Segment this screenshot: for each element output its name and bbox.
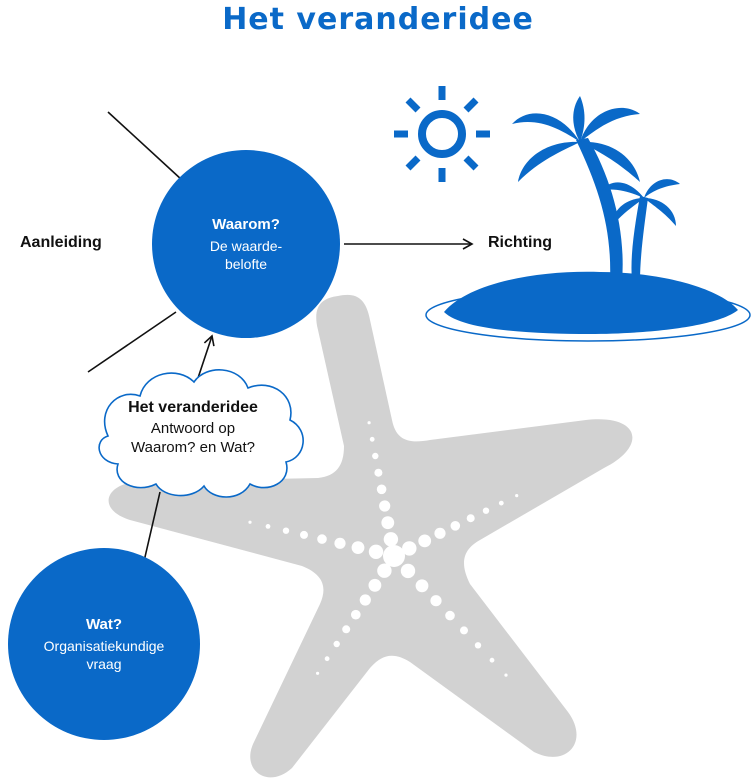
label-aanleiding: Aanleiding (20, 234, 102, 251)
starfish-dot (489, 657, 495, 663)
cloud-line1: Antwoord op (150, 419, 236, 437)
cloud-heading: Het veranderidee (128, 399, 258, 416)
why-circle: Waarom? De waarde- belofte (152, 150, 340, 338)
starfish-dot (248, 520, 252, 524)
starfish-dot (415, 579, 429, 593)
starfish-dot (466, 514, 475, 523)
page-title: Het veranderidee (222, 2, 534, 37)
starfish-dot (400, 563, 416, 579)
cloud-text: Het veranderidee Antwoord op Waarom? en … (92, 398, 294, 458)
why-circle-shape (152, 150, 340, 338)
cloud-to-what-arrow (138, 491, 161, 572)
starfish-dot (376, 484, 387, 495)
starfish-dot (450, 521, 461, 531)
starfish-dot (383, 532, 399, 547)
starfish-dot (334, 537, 346, 549)
starfish-dot (265, 524, 271, 529)
why-line2: belofte (224, 255, 268, 272)
starfish-dot (367, 421, 371, 425)
starfish-dot (324, 656, 330, 662)
starfish-dot (445, 610, 455, 621)
cloud-shape (98, 369, 304, 498)
starfish-dot (430, 595, 442, 607)
cloud-to-why-arrow (197, 334, 215, 379)
starfish-dot (474, 642, 482, 649)
starfish-dot (482, 507, 490, 514)
upper-left-line (107, 111, 183, 181)
starfish-dot (377, 563, 392, 578)
starfish-dot (316, 671, 320, 675)
what-circle: Wat? Organisatiekundige vraag (8, 548, 200, 740)
starfish-dot (402, 541, 417, 556)
starfish-dot (504, 673, 508, 677)
what-circle-shape (8, 548, 200, 740)
starfish-dot (498, 500, 504, 506)
starfish-dot (515, 494, 519, 498)
starfish-dot (374, 468, 383, 477)
starfish-dot (372, 452, 379, 460)
starfish-icon (108, 294, 633, 778)
starfish-dot (434, 527, 446, 539)
why-line1: De waarde- (209, 237, 283, 254)
starfish-dot (379, 500, 391, 512)
starfish-dot (381, 516, 395, 530)
starfish-dot (368, 544, 384, 559)
starfish-dot (369, 436, 375, 442)
starfish-dot (282, 527, 290, 534)
starfish-dot (300, 530, 308, 539)
starfish-dot (418, 534, 432, 548)
starfish-dot (351, 541, 365, 554)
sun-icon (394, 86, 490, 182)
what-line1: Organisatiekundige (43, 637, 165, 654)
starfish-dot (368, 578, 382, 592)
starfish-dot (333, 640, 340, 648)
lower-left-line (87, 311, 177, 373)
starfish-dot (359, 594, 371, 606)
starfish-dot (317, 534, 327, 544)
starfish-dot (383, 545, 405, 567)
label-richting: Richting (488, 234, 552, 251)
what-line2: vraag (86, 655, 122, 672)
what-heading: Wat? (85, 616, 123, 634)
palm-island-icon (425, 96, 751, 342)
starfish-dot (460, 626, 468, 635)
why-heading: Waarom? (212, 216, 280, 234)
starfish-dot (342, 625, 351, 634)
starfish-dot (351, 609, 361, 620)
cloud-line2: Waarom? en Wat? (131, 439, 255, 457)
